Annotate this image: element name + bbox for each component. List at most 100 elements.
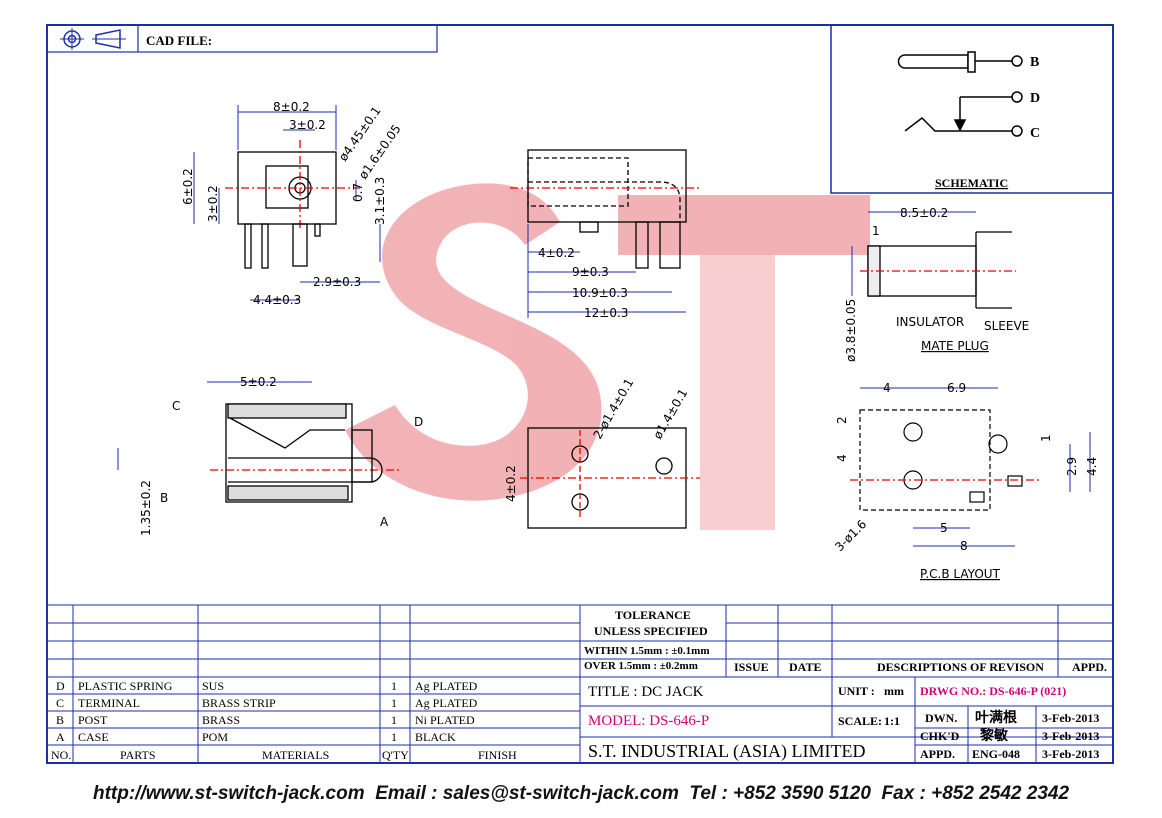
- parts-row-d-qty: 1: [391, 679, 397, 693]
- parts-row-c-part: TERMINAL: [78, 696, 140, 710]
- parts-row-b-material: BRASS: [202, 713, 240, 727]
- label-mate-plug: MATE PLUG: [921, 339, 989, 353]
- dim-section-5: 5±0.2: [240, 375, 277, 389]
- front-view: [225, 140, 360, 269]
- dim-front-width: 8±0.2: [273, 100, 310, 114]
- schematic-pin-c: C: [1030, 126, 1040, 141]
- schematic-pin-b: B: [1030, 55, 1039, 70]
- parts-row-b-part: POST: [78, 713, 108, 727]
- dim-pcb-2: 2: [835, 416, 849, 424]
- mate-plug-view: [860, 231, 1016, 309]
- dim-pcb-69: 6.9: [947, 381, 966, 395]
- dim-pcb-44: 4.4: [1085, 457, 1099, 476]
- dim-plug-tip: 1: [872, 224, 880, 238]
- header-issue: ISSUE: [734, 660, 769, 674]
- projection-symbol-icon: [60, 28, 126, 50]
- footer-email[interactable]: Email : sales@st-switch-jack.com: [375, 783, 679, 804]
- parts-row-c-material: BRASS STRIP: [202, 696, 276, 710]
- drwg-no: DRWG NO.: DS-646-P (021): [920, 684, 1066, 698]
- footer-fax: Fax : +852 2542 2342: [881, 783, 1070, 804]
- label-section-d: D: [414, 415, 423, 429]
- dim-bottom-hole: ø1.4±0.1: [650, 386, 690, 441]
- label-sleeve: SLEEVE: [984, 319, 1029, 333]
- dim-front-pin-span: 4.4±0.3: [253, 293, 301, 307]
- cad-file-label: CAD FILE:: [146, 33, 212, 48]
- header-date: DATE: [789, 660, 821, 674]
- label-pcb-layout: P.C.B LAYOUT: [920, 567, 1001, 581]
- parts-header-qty: Q'TY: [382, 748, 409, 762]
- dim-plug-length: 8.5±0.2: [900, 206, 948, 220]
- dim-side-post: 4±0.2: [538, 246, 575, 260]
- dim-pcb-8: 8: [960, 539, 968, 553]
- tolerance-sub: UNLESS SPECIFIED: [594, 624, 708, 638]
- dim-side-9: 9±0.3: [572, 265, 609, 279]
- tolerance-within: WITHIN 1.5mm : ±0.1mm: [584, 645, 710, 657]
- dim-pcb-1: 1: [1039, 434, 1053, 442]
- drawing-title: TITLE : DC JACK: [588, 684, 704, 700]
- dim-pcb-29: 2.9: [1065, 457, 1079, 476]
- schematic-box: [830, 24, 1114, 194]
- parts-row-a-no: A: [56, 730, 65, 744]
- label-section-b: B: [160, 491, 168, 505]
- dim-plug-dia: ø3.8±0.05: [844, 299, 858, 362]
- parts-row-a-material: POM: [202, 730, 228, 744]
- parts-row-d-material: SUS: [202, 679, 224, 693]
- parts-row-c-qty: 1: [391, 696, 397, 710]
- dim-front-height: 6±0.2: [181, 168, 195, 205]
- parts-header-materials: MATERIALS: [262, 748, 329, 762]
- dim-front-half-height: 3±0.2: [206, 185, 220, 222]
- parts-row-a-qty: 1: [391, 730, 397, 744]
- parts-row-a-finish: BLACK: [415, 730, 456, 744]
- parts-row-d-no: D: [56, 679, 65, 693]
- schematic-pin-d: D: [1030, 91, 1040, 106]
- label-insulator: INSULATOR: [896, 315, 964, 329]
- side-view: [510, 149, 700, 269]
- footer-website[interactable]: http://www.st-switch-jack.com: [92, 783, 365, 804]
- schematic-title: SCHEMATIC: [935, 176, 1008, 190]
- parts-row-d-finish: Ag PLATED: [415, 679, 478, 693]
- dwn-name: 叶满根: [975, 709, 1018, 726]
- dim-front-center: 3±0.2: [289, 118, 326, 132]
- st-watermark: [345, 183, 870, 530]
- scale-value: 1:1: [884, 714, 900, 728]
- dim-section-135: 1.35±0.2: [139, 480, 153, 536]
- unit-label: UNIT :: [838, 684, 875, 698]
- footer-contact: http://www.st-switch-jack.com Email : sa…: [0, 778, 1162, 810]
- pcb-layout: [850, 409, 1040, 511]
- parts-row-d-part: PLASTIC SPRING: [78, 679, 173, 693]
- parts-row-b-finish: Ni PLATED: [415, 713, 475, 727]
- header-descriptions: DESCRIPTIONS OF REVISON: [877, 660, 1044, 674]
- appd-label: APPD.: [920, 747, 955, 761]
- appd-name: ENG-048: [972, 747, 1020, 761]
- dim-front-pin-spacing: 2.9±0.3: [313, 275, 361, 289]
- dwn-date: 3-Feb-2013: [1042, 711, 1099, 725]
- parts-row-c-finish: Ag PLATED: [415, 696, 478, 710]
- label-section-a: A: [380, 515, 389, 529]
- dim-front-pin-height: 3.1±0.3: [373, 177, 387, 225]
- tolerance-over: OVER 1.5mm : ±0.2mm: [584, 660, 698, 672]
- tolerance-title: TOLERANCE: [615, 608, 691, 622]
- company-name: S.T. INDUSTRIAL (ASIA) LIMITED: [588, 741, 865, 762]
- parts-header-no: NO.: [51, 748, 71, 762]
- bottom-view: [520, 427, 700, 529]
- chkd-label: CHK'D: [920, 729, 960, 743]
- cross-section-view: [210, 403, 400, 503]
- dim-side-12: 12±0.3: [584, 306, 628, 320]
- drawing-model: MODEL: DS-646-P: [588, 713, 709, 729]
- schematic-diagram: [897, 51, 1023, 137]
- dim-pcb-4: 4: [883, 381, 891, 395]
- title-block-grid: [580, 604, 1113, 763]
- dwn-label: DWN.: [925, 711, 957, 725]
- footer-tel: Tel : +852 3590 5120: [689, 783, 871, 804]
- cad-box: [46, 24, 438, 53]
- dim-side-109: 10.9±0.3: [572, 286, 628, 300]
- parts-row-a-part: CASE: [78, 730, 109, 744]
- dim-front-offset: 0.7: [351, 183, 365, 202]
- parts-row-b-no: B: [56, 713, 64, 727]
- dim-bottom-spacing: 4±0.2: [504, 465, 518, 502]
- chkd-date: 3-Feb-2013: [1042, 729, 1099, 743]
- parts-row-c-no: C: [56, 696, 64, 710]
- parts-header-parts: PARTS: [120, 748, 156, 762]
- chkd-name: 黎敏: [980, 727, 1009, 744]
- header-appd: APPD.: [1072, 660, 1107, 674]
